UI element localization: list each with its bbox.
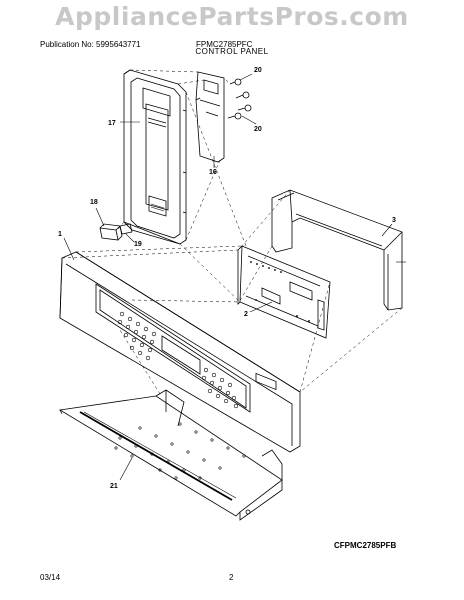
footer-date: 03/14 xyxy=(40,573,61,582)
callout-leaders xyxy=(63,121,393,481)
callout-16: 16 xyxy=(209,169,217,176)
publication-number: Publication No: 5995643771 xyxy=(40,40,141,49)
part-21-support-bracket xyxy=(58,389,283,521)
diagram-code: CFPMC2785PFB xyxy=(334,541,397,550)
callout-19: 19 xyxy=(134,241,142,248)
model-number: FPMC2785PFC xyxy=(196,40,253,49)
part-21-holes xyxy=(114,422,246,480)
footer-page-number: 2 xyxy=(229,573,234,582)
part-16-bracket xyxy=(195,71,225,163)
part-2-control-board xyxy=(237,245,331,391)
watermark: AppliancePartsPros.com xyxy=(55,2,409,31)
part-3-trim xyxy=(271,189,406,311)
section-title: CONTROL PANEL xyxy=(195,47,269,56)
callout-18: 18 xyxy=(90,199,98,206)
callout-1: 1 xyxy=(58,231,62,238)
callout-20-bottom: 20 xyxy=(254,126,262,133)
part-20-screws xyxy=(227,73,257,125)
part-19-screw xyxy=(119,223,135,243)
callout-3: 3 xyxy=(392,217,396,224)
callout-20-top: 20 xyxy=(254,67,262,74)
panel-button-grid xyxy=(117,311,239,409)
callout-21: 21 xyxy=(110,483,118,490)
callout-2: 2 xyxy=(244,311,248,318)
assembly-guide-lines xyxy=(61,69,403,395)
part-17-control-housing xyxy=(123,69,187,245)
part-18-clip xyxy=(95,207,123,241)
callout-17: 17 xyxy=(108,120,116,127)
